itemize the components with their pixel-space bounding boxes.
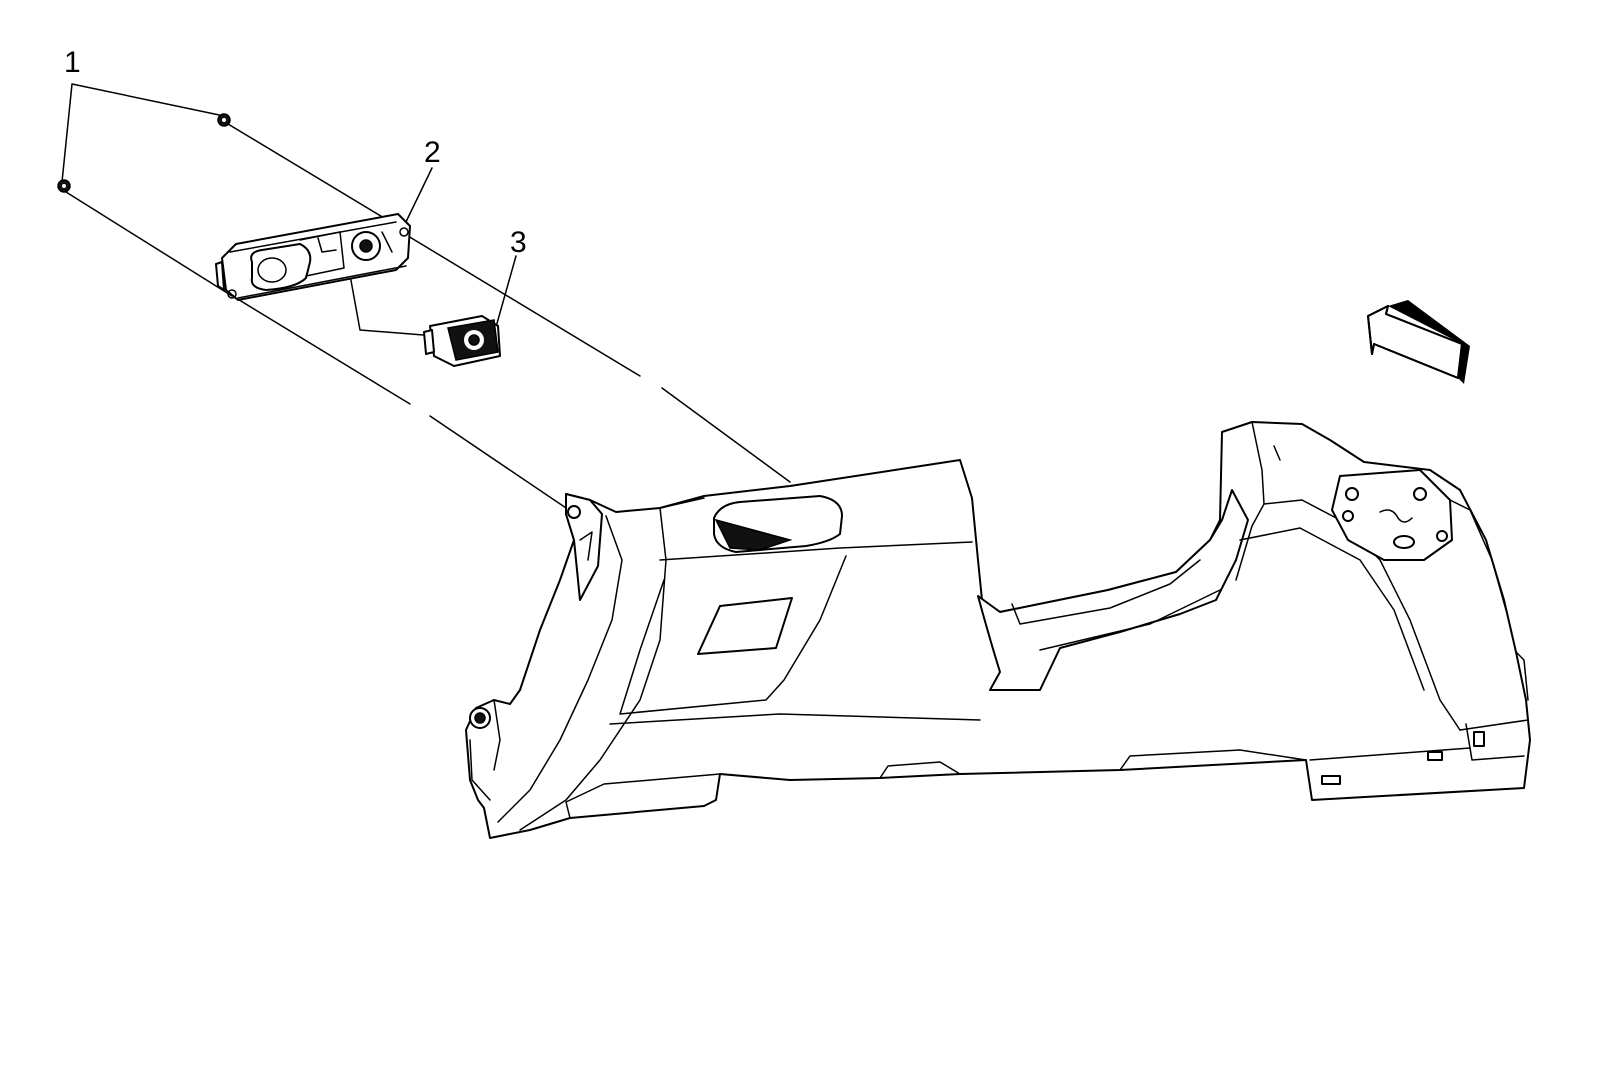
fastener-upper [217,113,231,127]
switch-bezel [215,213,411,301]
explode-lines [61,83,791,513]
instrument-panel-trim [465,421,1531,839]
fastener-lower [57,179,71,193]
view-direction-arrow-icon [1367,300,1470,384]
callout-2: 2 [424,136,441,169]
switch-module [423,315,501,367]
callout-1: 1 [64,46,81,79]
callout-3: 3 [510,226,527,259]
